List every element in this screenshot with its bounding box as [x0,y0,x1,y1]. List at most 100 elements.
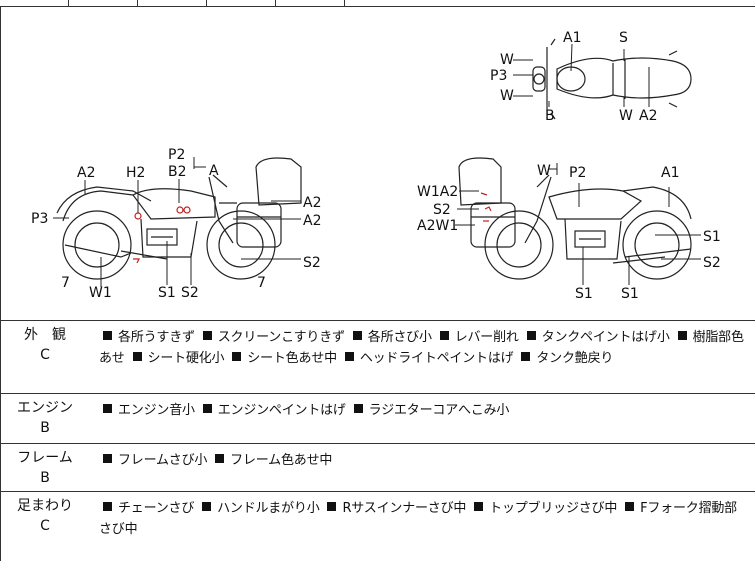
label-7: 7 [257,275,266,291]
label-b2: B2 [168,164,187,180]
condition-item: Rサスインナーさび中 [342,501,471,516]
condition-item: フレーム色あせ中 [230,453,333,468]
label-w: W [500,52,514,68]
condition-items: チェーンさび ハンドルまがり小 Rサスインナーさび中 トップブリッジさび中 Fフ… [99,498,747,540]
table-divider [206,0,207,6]
label-s1: S1 [158,285,176,301]
bullet-square-icon [352,331,362,340]
condition-item: レバー削れ [454,330,523,345]
condition-item: 各所うすきず [118,330,199,345]
label-p2: P2 [168,147,185,163]
bullet-square-icon [202,331,212,340]
label-a1: A1 [661,165,679,181]
condition-item: タンクペイントはげ小 [541,330,674,345]
label-s: S [619,30,628,46]
category-grade: C [40,347,50,363]
category-label: エンジン [17,400,73,416]
motorcycle-diagram: A1 S W P3 W B W A2 [31,30,721,302]
category-grade: C [40,518,50,534]
label-s1: S1 [621,286,639,302]
condition-item: タンク艶戻り [536,351,614,366]
table-divider [275,0,276,6]
label-s2: S2 [703,255,721,271]
bullet-square-icon [474,502,484,511]
category-label: フレーム [17,450,73,466]
condition-row-frame: フレーム B フレームさび小 フレーム色あせ中 [0,444,755,492]
category-label: 外 観 [24,327,66,343]
bullet-square-icon [103,454,112,463]
left-side-motorcycle [56,157,302,280]
condition-item: エンジンペイントはげ [217,403,350,418]
condition-item: 各所さび小 [367,330,436,345]
row-category: 外 観 C [1,325,89,365]
bullet-square-icon [353,404,363,413]
condition-item: エンジン音小 [118,403,199,418]
label-a2: A2 [303,213,321,229]
table-divider [344,0,345,6]
label-w: W [537,163,551,179]
condition-item: スクリーンこすりきず [217,330,349,345]
label-w1a2: W1A2 [417,184,458,200]
condition-row-suspension: 足まわり C チェーンさび ハンドルまがり小 Rサスインナーさび中 トップブリッ… [0,492,755,561]
bullet-square-icon [526,331,536,340]
right-bike-leaders [455,163,701,285]
bullet-square-icon [103,502,112,511]
category-label: 足まわり [17,498,73,514]
label-s1: S1 [703,229,721,245]
label-h2: H2 [126,165,145,181]
table-divider [68,0,69,6]
condition-item: Fフォーク摺動部さび中 [99,501,737,537]
label-w: W [500,88,514,104]
bullet-square-icon [202,502,212,511]
condition-items: フレームさび小 フレーム色あせ中 [99,450,747,471]
label-s2: S2 [181,285,199,301]
label-a1: A1 [563,30,581,46]
label-b: B [545,108,555,124]
label-p2: P2 [569,165,586,181]
label-a: A [209,163,219,179]
condition-item: チェーンさび [118,501,199,516]
label-p3: P3 [31,211,48,227]
condition-items: 各所うすきず スクリーンこすりきず 各所さび小 レバー削れ タンクペイントはげ小… [99,327,747,369]
condition-row-exterior: 外 観 C 各所うすきず スクリーンこすりきず 各所さび小 レバー削れ タンクペ… [0,321,755,394]
label-7: 7 [61,275,70,291]
label-s2: S2 [433,202,451,218]
condition-item: シート色あせ中 [247,351,341,366]
label-a2: A2 [77,165,95,181]
bullet-square-icon [103,331,112,340]
damage-diagram: A1 S W P3 W B W A2 [0,7,755,321]
bullet-square-icon [327,502,337,511]
condition-item: ラジエターコアへこみ小 [368,403,510,418]
condition-item: 樹脂部色あせ [99,330,744,366]
bullet-square-icon [232,352,242,361]
previous-table-edge [0,0,755,7]
bullet-square-icon [103,404,112,413]
bullet-square-icon [677,331,687,340]
label-w1: W1 [89,285,112,301]
label-a2: A2 [639,108,657,124]
label-s1: S1 [575,286,593,302]
bullet-square-icon [439,331,449,340]
row-category: エンジン B [1,398,89,438]
condition-item: シート硬化小 [147,351,229,366]
table-divider [137,0,138,6]
bullet-square-icon [344,352,354,361]
row-category: 足まわり C [1,496,89,536]
label-a2: A2 [303,195,321,211]
condition-item: ヘッドライトペイントはげ [359,351,518,366]
condition-items: エンジン音小 エンジンペイントはげ ラジエターコアへこみ小 [99,400,747,421]
right-side-motorcycle [458,157,692,280]
label-w: W [619,108,633,124]
top-view-leaders [513,43,650,107]
bullet-square-icon [202,404,212,413]
category-grade: B [40,470,50,486]
bullet-square-icon [625,502,635,511]
label-p3: P3 [490,68,507,84]
label-s2: S2 [303,255,321,271]
right-bike-scratch-marks [480,192,492,222]
top-view-motorcycle [532,38,692,120]
row-category: フレーム B [1,448,89,488]
bullet-square-icon [132,352,142,361]
bullet-square-icon [521,352,531,361]
left-bike-leaders [53,157,301,287]
